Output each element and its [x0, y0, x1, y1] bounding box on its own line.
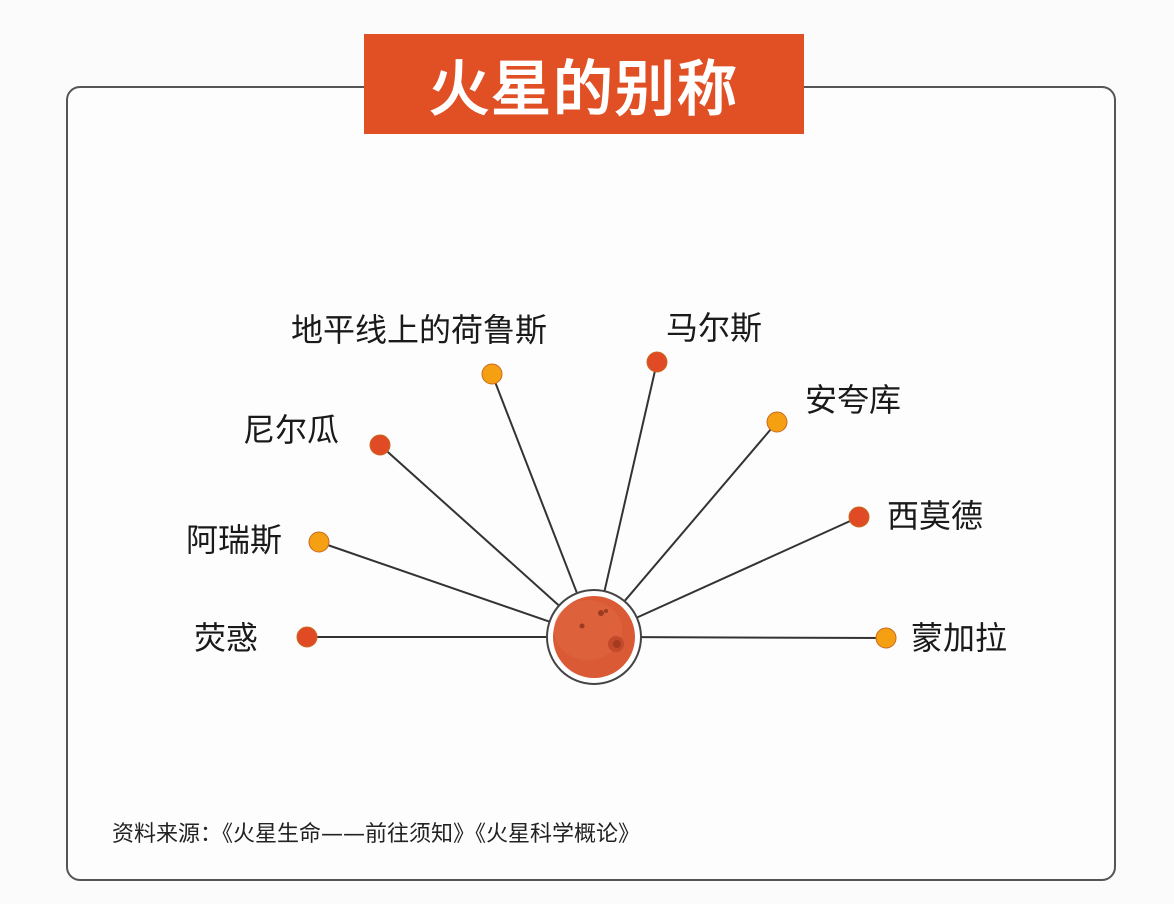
nickname-label: 地平线上的荷鲁斯 — [291, 311, 548, 349]
nickname-label: 蒙加拉 — [911, 619, 1008, 657]
connector-line — [318, 541, 550, 623]
nickname-dot — [646, 351, 668, 373]
nickname-dot — [296, 626, 318, 648]
nickname-dot — [369, 434, 391, 456]
title-banner: 火星的别称 — [364, 34, 804, 134]
mars-planet-icon — [546, 589, 642, 685]
nickname-dot — [875, 627, 897, 649]
connector-line — [640, 636, 887, 639]
page-title: 火星的别称 — [429, 54, 739, 125]
source-citation: 资料来源：《火星生命——前往须知》《火星科学概论》 — [112, 822, 641, 847]
connector-line — [636, 516, 860, 619]
nickname-dot — [481, 363, 503, 385]
connector-line — [623, 421, 778, 602]
connector-line — [491, 373, 578, 594]
nickname-dot — [848, 506, 870, 528]
connector-line — [379, 444, 560, 607]
nickname-label: 阿瑞斯 — [186, 521, 283, 559]
content-frame — [66, 86, 1116, 881]
nickname-label: 尼尔瓜 — [243, 411, 340, 449]
nickname-label: 荧惑 — [194, 619, 259, 657]
nickname-label: 马尔斯 — [666, 309, 763, 347]
nickname-label: 安夸库 — [805, 381, 902, 419]
nickname-label: 西莫德 — [887, 497, 984, 535]
nickname-dot — [766, 411, 788, 433]
connector-lines — [307, 361, 887, 639]
nickname-dots — [296, 351, 897, 649]
nickname-dot — [308, 531, 330, 553]
connector-line — [603, 361, 658, 592]
